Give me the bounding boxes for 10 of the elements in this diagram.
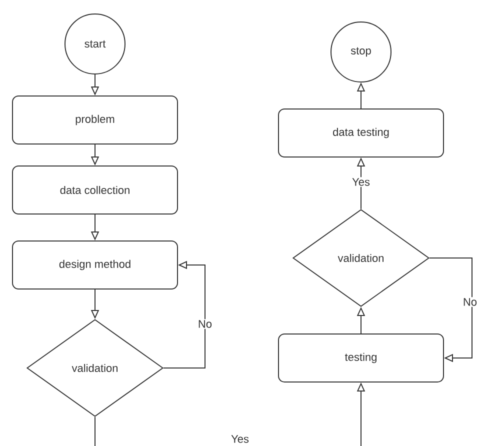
arrow [429, 258, 472, 362]
process-box: design method [12, 240, 178, 290]
edge-label: Yes [351, 177, 371, 187]
process-box: testing [278, 333, 444, 382]
process-box: data collection [12, 165, 178, 214]
edge-label: Yes [230, 434, 250, 444]
process-box: problem [12, 96, 178, 144]
edge-label: No [462, 297, 478, 307]
process-box: data testing [278, 108, 444, 158]
edge-label: No [196, 319, 214, 329]
